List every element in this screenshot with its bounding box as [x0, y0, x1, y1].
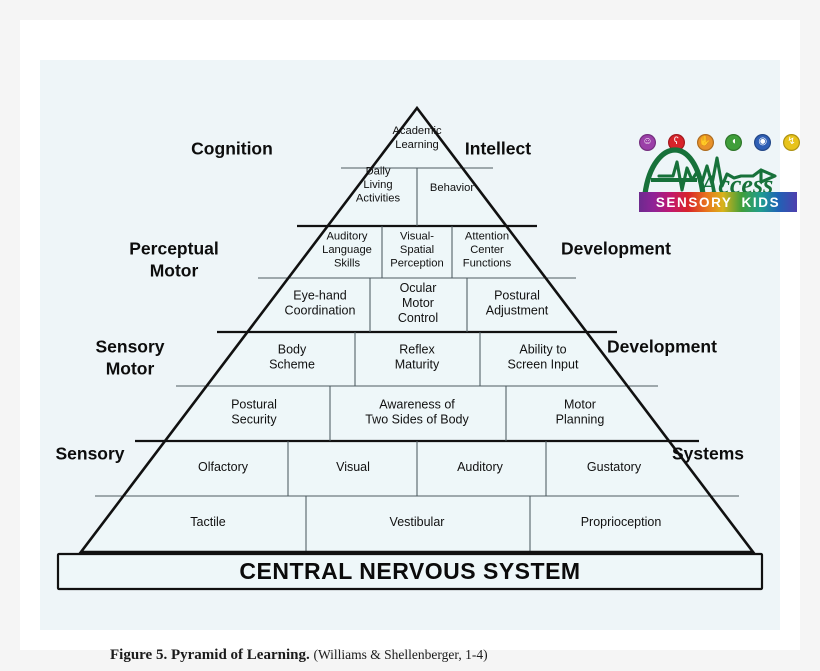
- movement-person-icon: ↯: [782, 133, 800, 151]
- pyramid-cell: Olfactory: [198, 460, 249, 474]
- sensory-word: SENSORY: [655, 194, 733, 210]
- pyramid-left-label-4: Motor: [106, 359, 155, 379]
- column-divider-lines: [287, 168, 547, 552]
- pyramid-left-label-5: Sensory: [55, 444, 124, 464]
- touch-hand-icon: ✋: [696, 133, 714, 151]
- pyramid-right-label-0: Intellect: [465, 139, 531, 159]
- pyramid-left-label-3: Sensory: [95, 337, 164, 357]
- access-brand-text: Access: [699, 170, 773, 196]
- kids-word: KIDS: [741, 194, 781, 210]
- pyramid-cell: Auditory: [457, 460, 504, 474]
- pyramid-cell: Visual: [336, 460, 370, 474]
- pyramid-right-label-3: Systems: [672, 444, 744, 464]
- pyramid-cell: Proprioception: [581, 515, 662, 529]
- pyramid-right-label-2: Development: [607, 337, 717, 357]
- pyramid-outline: [78, 105, 756, 554]
- pyramid-left-label-1: Perceptual: [129, 239, 218, 259]
- pyramid-cell: Tactile: [190, 515, 225, 529]
- caption-title: Figure 5. Pyramid of Learning.: [110, 647, 310, 663]
- access-wordmark: Access: [635, 146, 800, 196]
- hearing-ear-icon: ʕ: [667, 133, 685, 151]
- caption-citation: (Williams & Shellenberger, 1-4): [313, 647, 488, 662]
- figure-caption: Figure 5. Pyramid of Learning. (Williams…: [110, 647, 488, 664]
- pyramid-left-label-2: Motor: [150, 261, 199, 281]
- pyramid-cell: Vestibular: [390, 515, 445, 529]
- sensory-kids-bar: SENSORY KIDS: [639, 192, 797, 212]
- sight-eye-icon: ◉: [754, 133, 772, 151]
- central-nervous-system-box: [56, 552, 764, 591]
- central-nervous-system-label: CENTRAL NERVOUS SYSTEM: [239, 558, 580, 584]
- sensory-icon-row: ☺ ʕ ✋ ◖ ◉ ↯: [639, 132, 800, 152]
- smell-nose-icon: ◖: [725, 133, 743, 151]
- pyramid-right-label-1: Development: [561, 239, 671, 259]
- pyramid-left-label-0: Cognition: [191, 139, 273, 159]
- taste-mouth-icon: ☺: [639, 133, 656, 151]
- pyramid-cell: Gustatory: [587, 460, 642, 474]
- pyramid-side-labels: CognitionPerceptualMotorSensoryMotorSens…: [55, 139, 744, 464]
- access-heartbeat-line: [657, 156, 777, 192]
- access-sensory-kids-logo[interactable]: ☺ ʕ ✋ ◖ ◉ ↯ Access SENSORY KIDS: [635, 132, 800, 218]
- pyramid-cell: Behavior: [430, 182, 474, 194]
